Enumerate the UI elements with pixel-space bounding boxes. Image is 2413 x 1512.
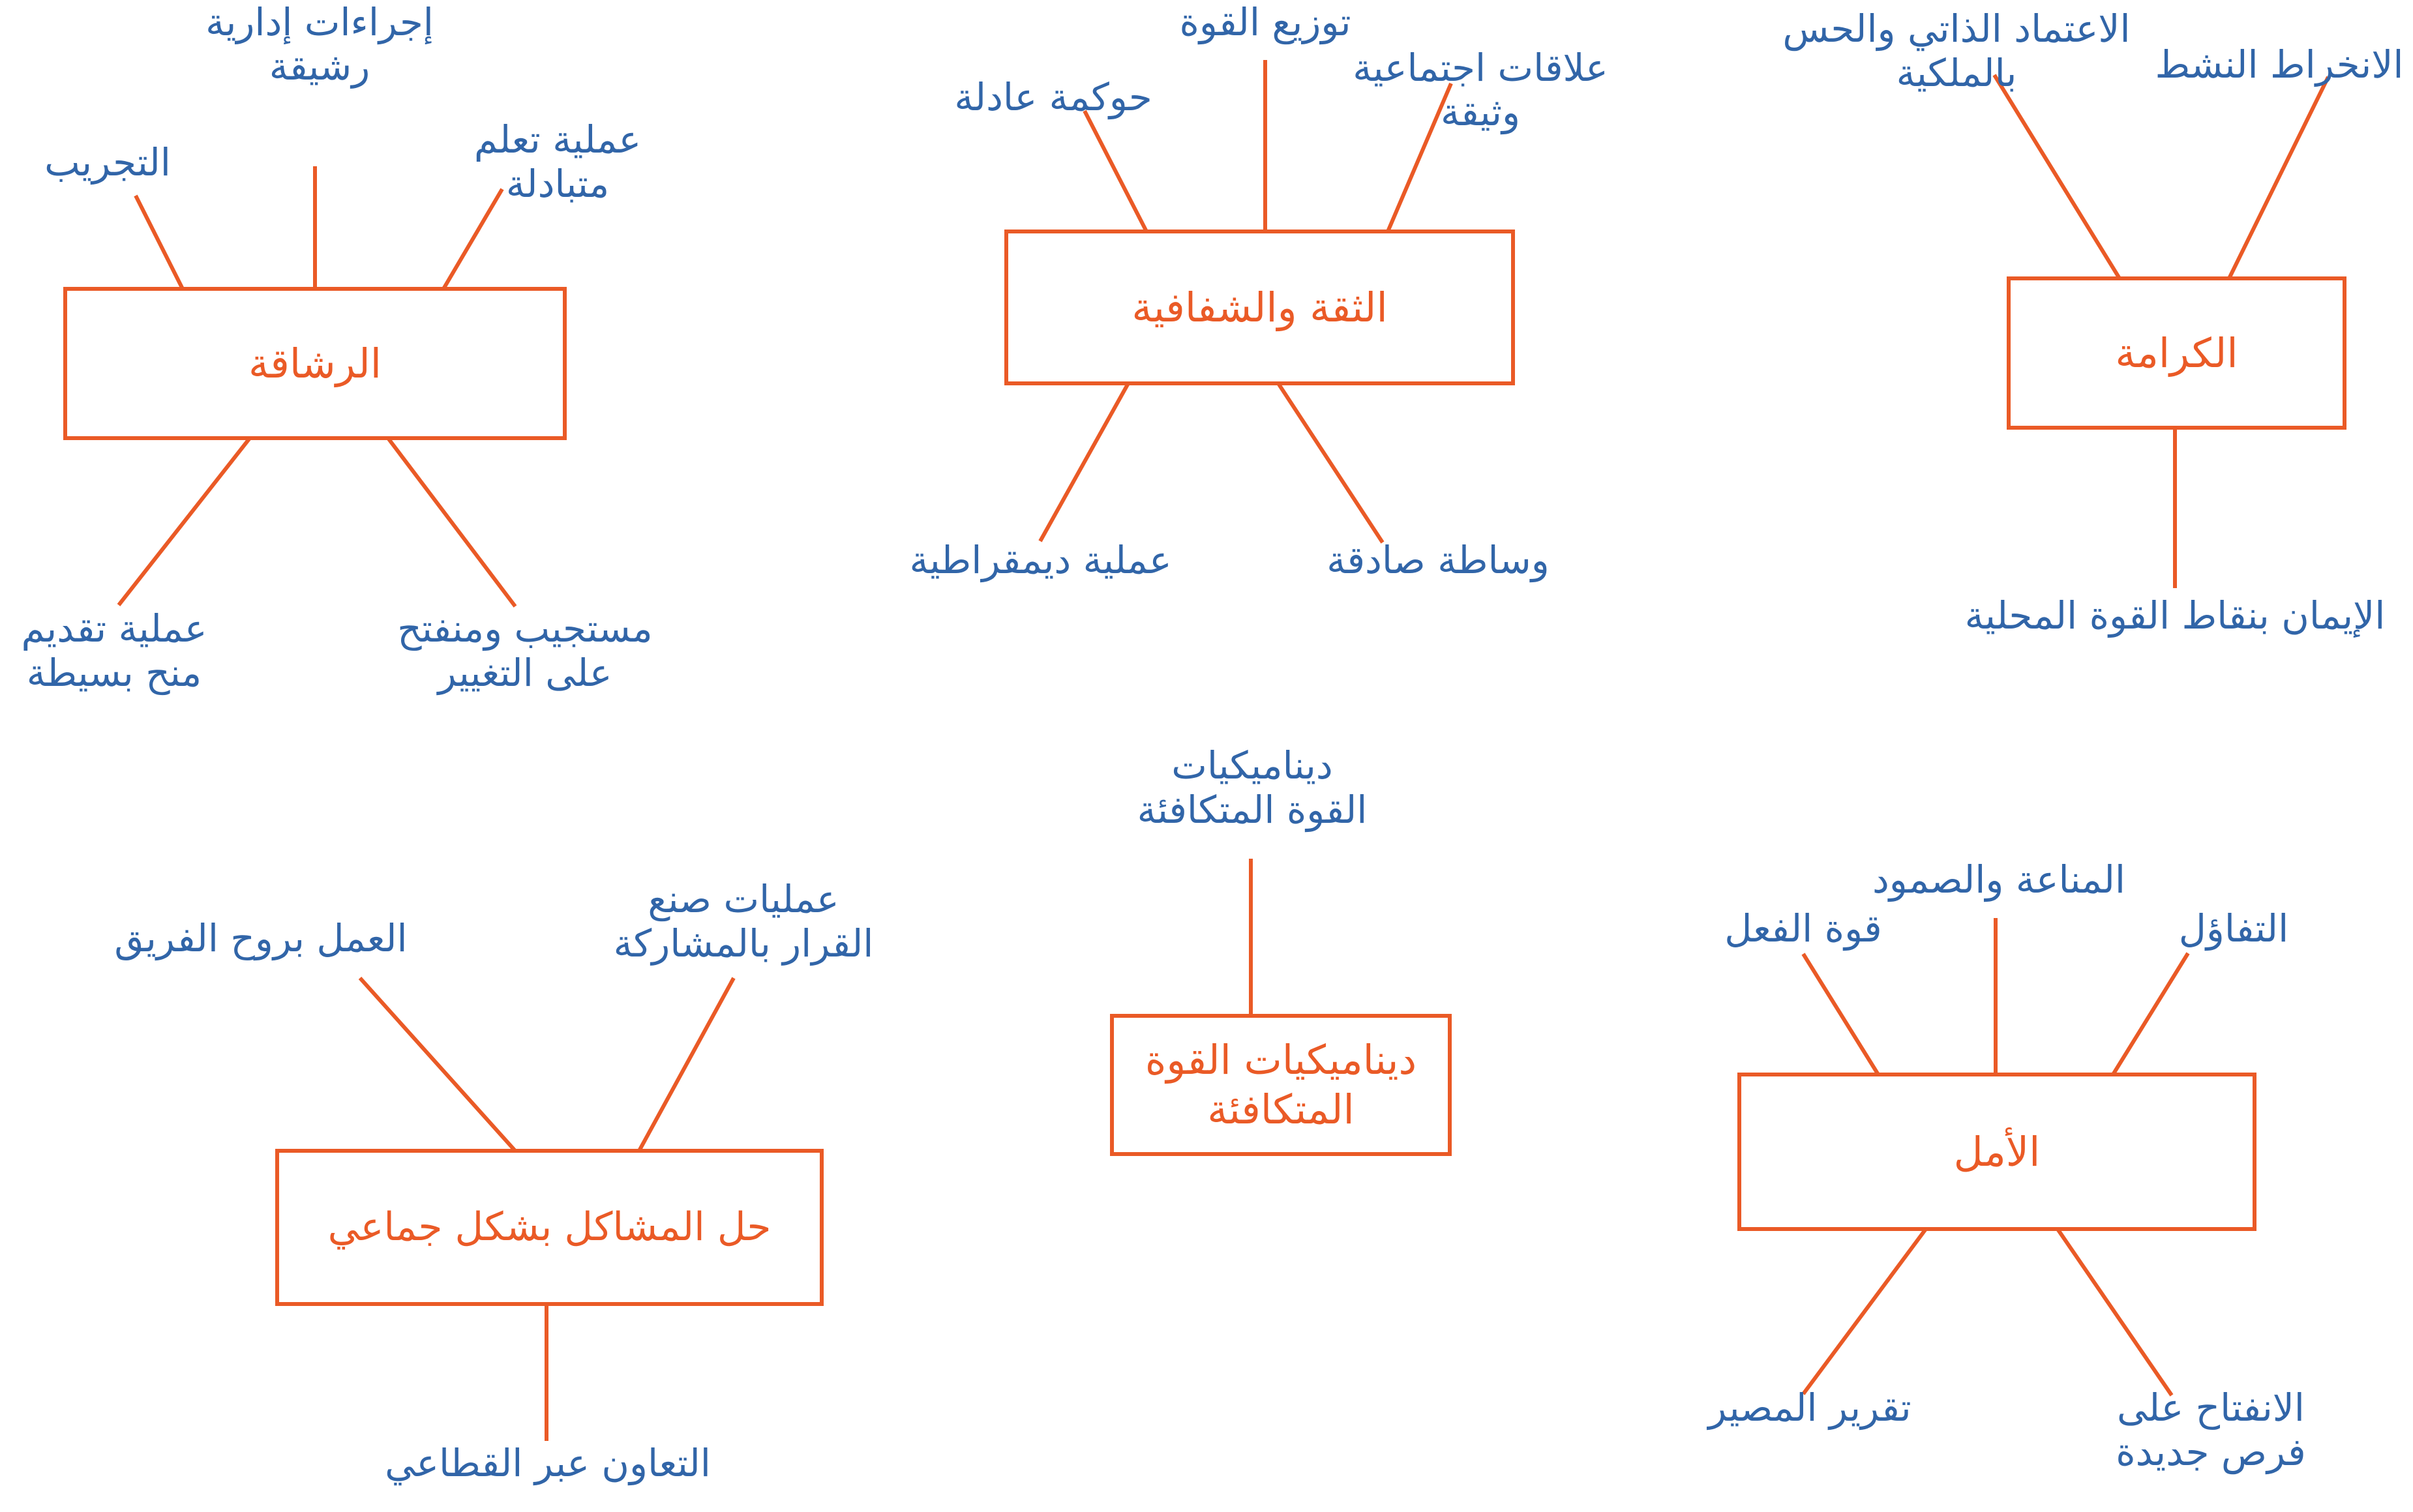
leaf-dignity-self-reliance-ownership[interactable]: الاعتماد الذاتي والحس بالملكية xyxy=(1782,7,2131,96)
node-trust-transparency-label: الثقة والشفافية xyxy=(1132,283,1388,331)
node-box-outline-cps xyxy=(275,1149,824,1306)
leaf-trust-honest-mediation[interactable]: وساطة صادقة xyxy=(1326,538,1550,582)
leaf-trust-power-distribution[interactable]: توزيع القوة xyxy=(1179,0,1351,44)
node-hope-label: الأمل xyxy=(1953,1127,2041,1176)
leaf-hope-optimism[interactable]: التفاؤل xyxy=(2178,906,2289,951)
edge-trust-fair-governance xyxy=(1083,110,1148,233)
edge-dignity-active-engagement xyxy=(2227,76,2330,280)
edge-dignity-self-reliance xyxy=(1992,74,2121,280)
node-collective-problem-solving-label: حل المشاكل بشكل جماعي xyxy=(327,1204,772,1250)
node-collective-problem-solving[interactable]: حل المشاكل بشكل جماعي xyxy=(277,1151,822,1304)
node-equitable-power-dynamics[interactable]: ديناميكيات القوة المتكافئة xyxy=(1112,1016,1450,1154)
node-hope[interactable]: الأمل xyxy=(1739,1075,2255,1229)
leaf-agility-admin-procedures[interactable]: إجراءات إدارية رشيقة xyxy=(205,0,434,89)
leaf-hope-agency[interactable]: قوة الفعل xyxy=(1724,906,1882,951)
leaf-agility-responsive-open[interactable]: مستجيب ومنفتح على التغيير xyxy=(397,606,653,696)
leaf-hope-self-determination[interactable]: تقرير المصير xyxy=(1708,1386,1911,1430)
leaf-cps-cross-sector-collaboration[interactable]: التعاون عبر القطاعي xyxy=(385,1441,711,1485)
edge-hope-optimism xyxy=(2111,952,2190,1076)
edge-trust-honest-mediation xyxy=(1276,382,1385,544)
leaf-agility-experimentation[interactable]: التجريب xyxy=(44,140,171,185)
leaf-dignity-belief-local-strengths[interactable]: الإيمان بنقاط القوة المحلية xyxy=(1964,593,2386,638)
leaf-hope-resilience[interactable]: المناعة والصمود xyxy=(1872,857,2126,902)
edge-cps-teamwork xyxy=(358,976,517,1153)
node-box-outline-trust xyxy=(1004,230,1515,385)
leaf-cps-participatory-decision[interactable]: عمليات صنع القرار بالمشاركة xyxy=(613,877,874,966)
node-trust-transparency[interactable]: الثقة والشفافية xyxy=(1006,231,1513,383)
leaf-trust-close-social-relations[interactable]: علاقات اجتماعية وثيقة xyxy=(1353,46,1608,135)
node-dignity[interactable]: الكرامة xyxy=(2009,278,2345,428)
edge-trust-democratic-process xyxy=(1038,382,1130,542)
edge-agility-responsive-open xyxy=(386,437,517,608)
node-equitable-power-dynamics-label: ديناميكيات القوة المتكافئة xyxy=(1145,1036,1417,1133)
edge-agility-experimentation xyxy=(134,194,185,290)
edge-hope-self-determination xyxy=(1801,1228,1928,1395)
leaf-agility-mutual-learning[interactable]: عملية تعلم متبادلة xyxy=(473,117,642,207)
edge-cps-participatory-decision xyxy=(637,977,736,1152)
node-box-outline-epd xyxy=(1110,1014,1452,1156)
node-dignity-label: الكرامة xyxy=(2115,329,2238,377)
edge-hope-agency xyxy=(1801,953,1880,1076)
leaf-trust-fair-governance[interactable]: حوكمة عادلة xyxy=(954,75,1152,119)
leaf-hope-openness-new-opportunities[interactable]: الانفتاح على فرص جديدة xyxy=(2116,1386,2306,1475)
leaf-epd-equitable-power-dynamics[interactable]: ديناميكيات القوة المتكافئة xyxy=(1137,743,1368,833)
leaf-dignity-active-engagement[interactable]: الانخراط النشط xyxy=(2155,42,2404,87)
edge-agility-simple-grants xyxy=(117,437,252,606)
edge-trust-close-social-relations xyxy=(1386,82,1453,233)
edge-agility-mutual-learning xyxy=(442,188,504,290)
leaf-agility-simple-grants[interactable]: عملية تقديم منح بسيطة xyxy=(21,606,207,696)
edge-hope-openness xyxy=(2056,1228,2174,1397)
leaf-cps-teamwork[interactable]: العمل بروح الفريق xyxy=(114,916,408,960)
leaf-trust-democratic-process[interactable]: عملية ديمقراطية xyxy=(909,538,1172,582)
node-agility[interactable]: الرشاقة xyxy=(65,289,565,438)
node-agility-label: الرشاقة xyxy=(248,339,382,387)
